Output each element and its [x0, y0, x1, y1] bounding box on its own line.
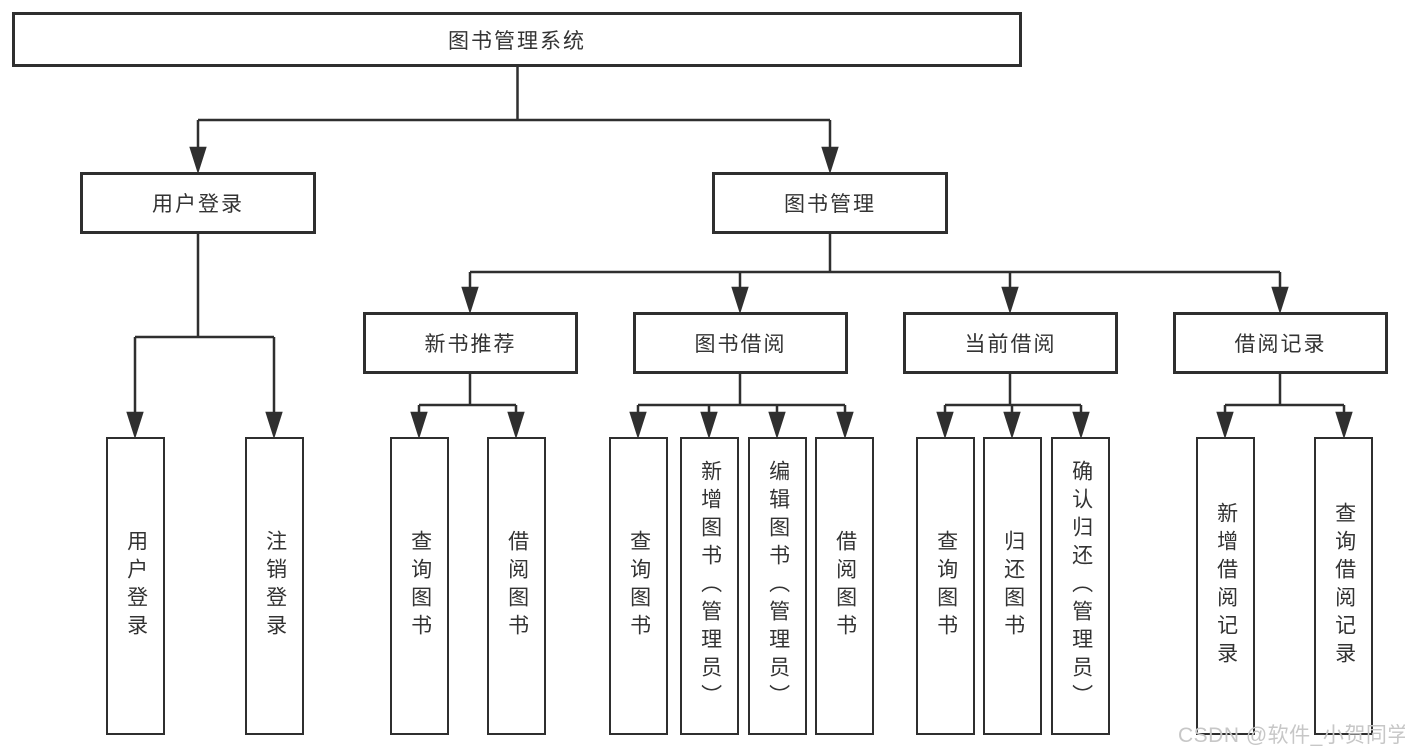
- node-label: 借阅记录: [1234, 333, 1327, 356]
- arrow-down-icon: [461, 286, 479, 315]
- arrow-down-icon: [1003, 411, 1021, 440]
- node-book-management: 图书管理: [712, 172, 948, 234]
- arrow-down-icon: [1271, 286, 1289, 315]
- connector-root-to-level2: [189, 67, 839, 175]
- connector-book-management-to-level3: [461, 234, 1289, 315]
- node-label: 新书推荐: [424, 333, 517, 356]
- arrow-down-icon: [1335, 411, 1353, 440]
- arrow-down-icon: [700, 411, 718, 440]
- node-user-login: 用户登录: [80, 172, 316, 234]
- arrow-down-icon: [936, 411, 954, 440]
- leaf-add-borrow-record: 新增借阅记录: [1196, 437, 1255, 735]
- node-label: 借阅图书: [833, 530, 857, 642]
- arrow-down-icon: [410, 411, 428, 440]
- leaf-add-books-admin: 新增图书（管理员）: [680, 437, 739, 735]
- node-label: 用户登录: [124, 530, 148, 642]
- leaf-query-books-recommend: 查询图书: [390, 437, 449, 735]
- node-new-book-recommend: 新书推荐: [363, 312, 578, 374]
- node-label: 编辑图书（管理员）: [766, 460, 790, 712]
- csdn-watermark: CSDN @软件_小贺同学: [1178, 724, 1405, 747]
- node-label: 查询借阅记录: [1332, 502, 1356, 670]
- connector-borrow-record-children: [1216, 373, 1353, 440]
- leaf-confirm-return-admin: 确认归还（管理员）: [1051, 437, 1110, 735]
- connector-new-book-children: [410, 373, 525, 440]
- leaf-query-books-current: 查询图书: [916, 437, 975, 735]
- arrow-down-icon: [768, 411, 786, 440]
- leaf-borrow-books-recommend: 借阅图书: [487, 437, 546, 735]
- node-label: 图书管理: [784, 193, 876, 216]
- node-label: 图书管理系统: [448, 29, 586, 53]
- node-book-borrow: 图书借阅: [633, 312, 848, 374]
- node-label: 确认归还（管理员）: [1069, 460, 1093, 712]
- leaf-return-books: 归还图书: [983, 437, 1042, 735]
- node-label: 查询图书: [627, 530, 651, 642]
- leaf-user-login: 用户登录: [106, 437, 165, 735]
- arrow-down-icon: [126, 411, 144, 440]
- node-label: 借阅图书: [505, 530, 529, 642]
- node-borrow-record: 借阅记录: [1173, 312, 1388, 374]
- leaf-query-books-borrow: 查询图书: [609, 437, 668, 735]
- leaf-query-borrow-record: 查询借阅记录: [1314, 437, 1373, 735]
- leaf-logout: 注销登录: [245, 437, 304, 735]
- node-label: 当前借阅: [964, 333, 1057, 356]
- node-label: 查询图书: [408, 530, 432, 642]
- arrow-down-icon: [836, 411, 854, 440]
- node-label: 新增借阅记录: [1214, 502, 1238, 670]
- arrow-down-icon: [731, 286, 749, 315]
- arrow-down-icon: [1216, 411, 1234, 440]
- node-label: 用户登录: [152, 193, 244, 216]
- arrow-down-icon: [1001, 286, 1019, 315]
- node-library-management-system: 图书管理系统: [12, 12, 1022, 67]
- arrow-down-icon: [507, 411, 525, 440]
- node-label: 查询图书: [934, 530, 958, 642]
- leaf-edit-books-admin: 编辑图书（管理员）: [748, 437, 807, 735]
- node-current-borrow: 当前借阅: [903, 312, 1118, 374]
- arrow-down-icon: [265, 411, 283, 440]
- arrow-down-icon: [189, 146, 207, 175]
- node-label: 新增图书（管理员）: [698, 460, 722, 712]
- arrow-down-icon: [629, 411, 647, 440]
- arrow-down-icon: [821, 146, 839, 175]
- node-label: 归还图书: [1001, 530, 1025, 642]
- leaf-borrow-books: 借阅图书: [815, 437, 874, 735]
- connector-book-borrow-children: [629, 373, 854, 440]
- node-label: 图书借阅: [694, 333, 787, 356]
- connector-current-borrow-children: [936, 373, 1090, 440]
- arrow-down-icon: [1072, 411, 1090, 440]
- connector-user-login-children: [126, 234, 283, 440]
- node-label: 注销登录: [263, 530, 287, 642]
